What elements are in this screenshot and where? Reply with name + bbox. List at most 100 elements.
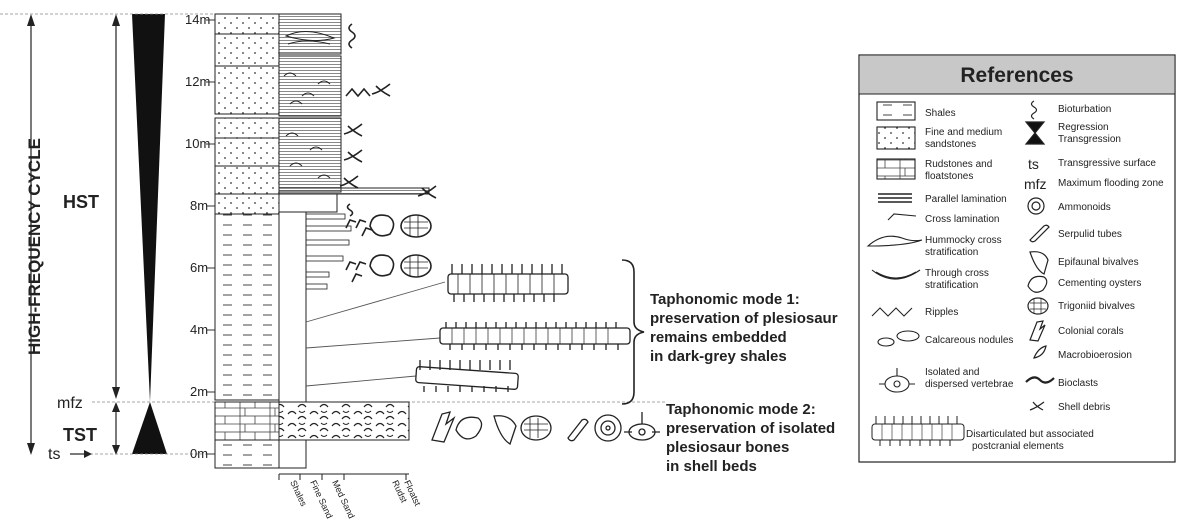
mode2-line1: Taphonomic mode 2: — [666, 401, 816, 418]
legend-shales: Shales — [925, 108, 956, 119]
legend-cross-lamination: Cross lamination — [925, 214, 999, 225]
legend-through-cross-1: Through cross — [925, 268, 989, 279]
scale-tick-4m: 4m — [190, 322, 208, 337]
legend-disarticulated-1: Disarticulated but associated — [966, 429, 1094, 440]
bed-shell-bed — [279, 402, 409, 440]
legend-regression: Regression — [1058, 122, 1109, 133]
trigoniid-icon — [401, 215, 431, 237]
oyster-icon — [370, 255, 394, 276]
legend-oysters: Cementing oysters — [1058, 278, 1141, 289]
legend-mfz-symbol: mfz — [1024, 176, 1047, 192]
trigoniid-icon — [521, 416, 551, 440]
vertebral-series-icon — [416, 360, 519, 392]
legend-rudstones-2: floatstones — [925, 171, 973, 182]
mode2-fauna — [432, 412, 660, 444]
legend-transgression: Transgression — [1058, 134, 1121, 145]
mode1-line1: Taphonomic mode 1: — [650, 291, 800, 308]
mode2-line3: plesiosaur bones — [666, 439, 789, 456]
taphonomic-mode-1: Taphonomic mode 1: preservation of plesi… — [650, 291, 838, 365]
legend-parallel-lamination: Parallel lamination — [925, 194, 1007, 205]
legend-hummocky-1: Hummocky cross — [925, 235, 1002, 246]
bed-lens-8m — [279, 188, 429, 194]
legend-nodules: Calcareous nodules — [925, 335, 1013, 346]
bed-12m-sandstone — [279, 56, 341, 116]
legend-sandstones-1: Fine and medium — [925, 127, 1002, 138]
bed-shales-base — [279, 440, 306, 468]
hst-arrow-bottom — [112, 387, 120, 399]
mode1-line4: in dark-grey shales — [650, 348, 787, 365]
legend-ts-symbol: ts — [1028, 156, 1039, 172]
shell-debris-icon — [344, 150, 362, 162]
bioturbation-icon — [349, 24, 355, 48]
legend-shell-debris: Shell debris — [1058, 402, 1110, 413]
legend-corals: Colonial corals — [1058, 326, 1124, 337]
bed-10m-sandstone — [279, 118, 341, 192]
mode1-brace — [622, 260, 644, 404]
ammonoid-icon — [595, 415, 621, 441]
oyster-icon — [370, 215, 394, 236]
shell-debris-icon — [344, 124, 362, 136]
bioturbation-icon — [348, 204, 353, 216]
tst-arrow-top — [112, 402, 120, 412]
bed-shales-main — [279, 212, 306, 402]
grain-label-shales: Shales — [288, 479, 309, 509]
hst-wedge — [132, 14, 165, 402]
scale-tick-6m: 6m — [190, 260, 208, 275]
stratigraphic-column — [215, 14, 429, 480]
mode2-line4: in shell beds — [666, 458, 757, 475]
legend-bioclasts: Bioclasts — [1058, 378, 1098, 389]
legend-trigoniid: Trigoniid bivalves — [1058, 301, 1135, 312]
legend-ammonoids: Ammonoids — [1058, 202, 1111, 213]
serpulid-icon — [568, 419, 588, 440]
legend-vertebrae-2: dispersed vertebrae — [925, 379, 1014, 390]
mode1-line3: remains embedded — [650, 329, 787, 346]
vertebral-series-icon — [448, 264, 568, 302]
grain-size-axis-labels: Shales Fine Sand Med Sand Floatst Rudst — [288, 479, 423, 520]
mode1-specimens — [306, 260, 644, 404]
shell-debris-icon — [340, 176, 358, 188]
bed-top-sandstone — [279, 14, 341, 54]
mfz-label: mfz — [57, 395, 83, 412]
vertebra-icon — [624, 412, 660, 440]
legend-through-cross-2: stratification — [925, 280, 978, 291]
legend-transgressive-surface: Transgressive surface — [1058, 158, 1156, 169]
grain-label-fine-sand: Fine Sand — [308, 479, 334, 520]
cycle-arrow-bottom — [27, 443, 35, 455]
tst-arrow-bottom — [112, 445, 120, 455]
tst-wedge — [132, 402, 167, 454]
shell-debris-icon — [372, 84, 390, 96]
column-sandstone-upper — [215, 14, 279, 114]
cycle-arrow-top — [27, 14, 35, 26]
legend-title: References — [960, 64, 1073, 87]
legend-epifaunal: Epifaunal bivalves — [1058, 257, 1139, 268]
cross-lamination-icon — [346, 262, 366, 282]
mode1-line2: preservation of plesiosaur — [650, 310, 838, 327]
tst-label: TST — [63, 425, 97, 445]
hst-label: HST — [63, 192, 99, 212]
legend-mfz-label: Maximum flooding zone — [1058, 178, 1164, 189]
legend-disarticulated-2: postcranial elements — [972, 441, 1064, 452]
column-shales-base — [215, 440, 279, 468]
ts-label: ts — [48, 446, 60, 463]
thickness-scale: 14m 12m 10m 8m 6m 4m 2m 0m — [185, 12, 215, 461]
mode2-line2: preservation of isolated — [666, 420, 835, 437]
scale-tick-2m: 2m — [190, 384, 208, 399]
legend-macrobioerosion: Macrobioerosion — [1058, 350, 1132, 361]
column-shale-sandstone — [215, 194, 279, 214]
legend-sandstones-2: sandstones — [925, 139, 976, 150]
column-rudstone — [215, 402, 279, 440]
hst-arrow-top — [112, 14, 120, 26]
coral-icon — [432, 412, 454, 442]
legend-rudstones-1: Rudstones and — [925, 159, 992, 170]
epifaunal-bivalve-icon — [494, 416, 516, 444]
taphonomic-mode-2: Taphonomic mode 2: preservation of isola… — [666, 401, 835, 475]
scale-tick-8m: 8m — [190, 198, 208, 213]
ts-arrow-head — [84, 450, 92, 458]
legend-vertebrae-1: Isolated and — [925, 367, 980, 378]
cycle-label: HIGH-FREQUENCY CYCLE — [25, 138, 44, 355]
legend-hummocky-2: stratification — [925, 247, 978, 258]
ripples-icon — [346, 89, 370, 96]
bed-8m — [279, 194, 337, 212]
legend-bioturbation: Bioturbation — [1058, 104, 1111, 115]
vertebral-series-icon — [440, 322, 630, 350]
